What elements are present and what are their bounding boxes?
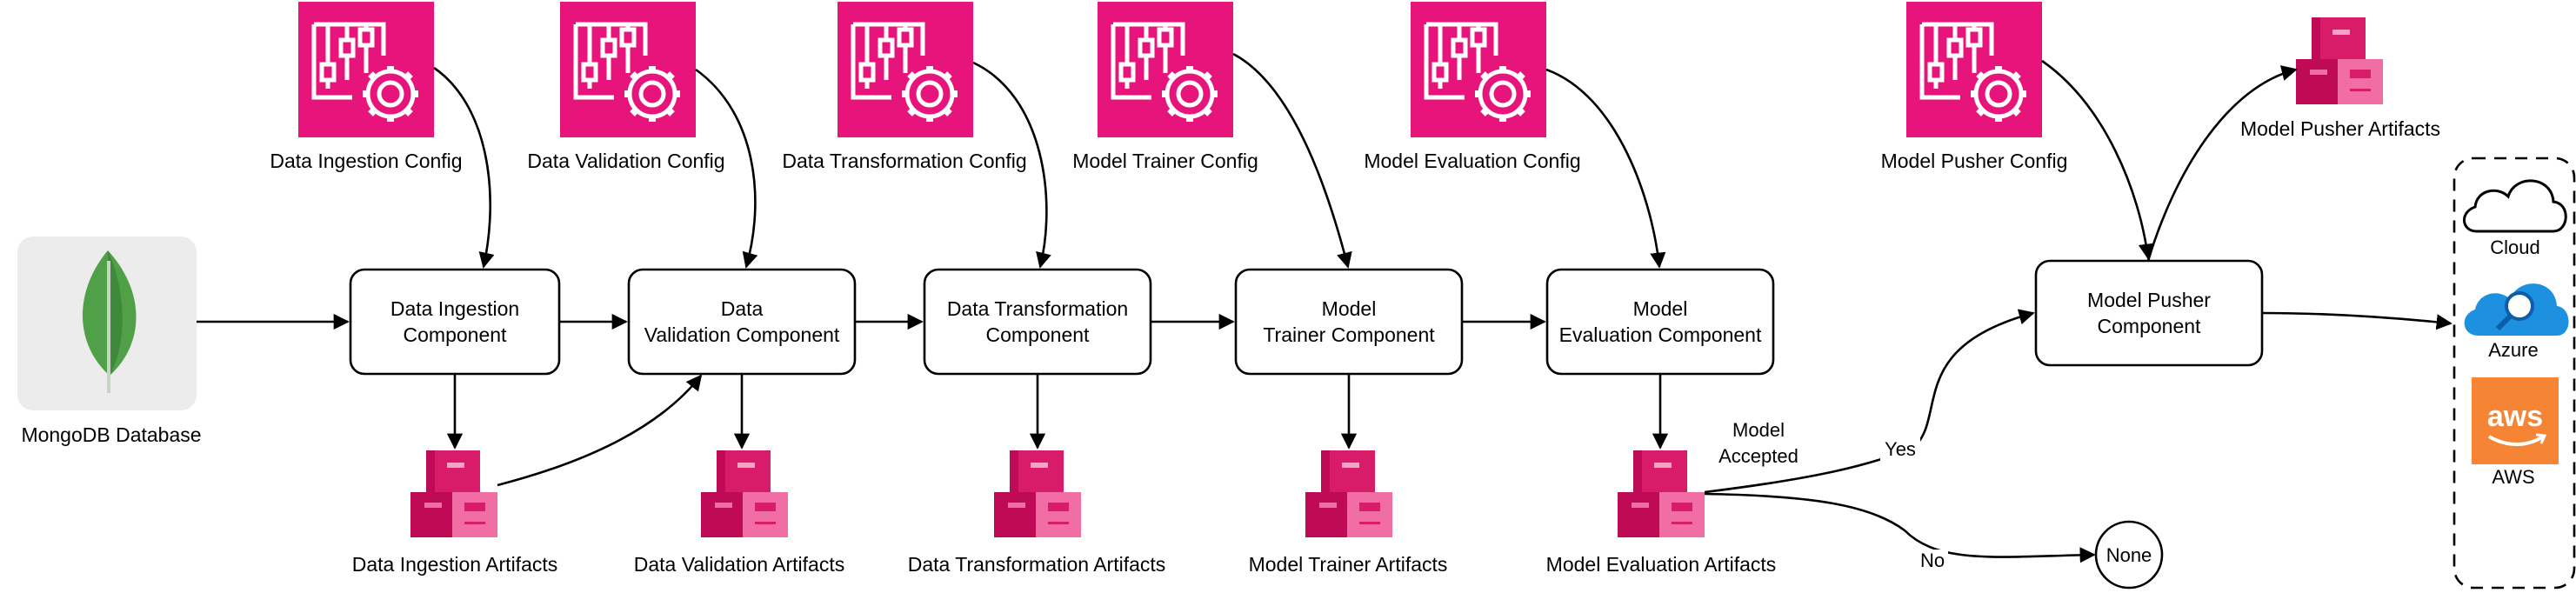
- config-data-transformation: Data Transformation Config: [782, 2, 1027, 172]
- artifacts-model-evaluation: Model Evaluation Artifacts: [1546, 450, 1777, 576]
- component-label-line2: Trainer Component: [1263, 323, 1435, 346]
- destination-label: Azure: [2488, 339, 2538, 361]
- component-model-trainer: Model Trainer Component: [1234, 268, 1464, 376]
- artifact-label: Data Validation Artifacts: [634, 553, 844, 576]
- config-label: Data Ingestion Config: [270, 150, 462, 172]
- cloud-target: Cloud: [2463, 179, 2567, 258]
- mongodb-label: MongoDB Database: [21, 423, 201, 446]
- component-data-validation: Data Validation Component: [627, 268, 857, 376]
- component-label-line2: Component: [2098, 315, 2202, 337]
- config-label: Data Transformation Config: [782, 150, 1026, 172]
- deployment-targets: Cloud Azure aws AWS: [2453, 157, 2576, 590]
- no-label: No: [1920, 550, 1945, 571]
- arrow-validation-config: [695, 68, 758, 269]
- decision-label-line1: Model: [1732, 419, 1785, 441]
- artifacts-model-pusher: Model Pusher Artifacts: [2240, 17, 2440, 140]
- artifacts-model-trainer: Model Trainer Artifacts: [1249, 450, 1448, 576]
- arrow-no: [1704, 492, 2096, 563]
- model-accepted-decision: Model Accepted Yes No None: [1704, 309, 2164, 590]
- artifacts-data-transformation: Data Transformation Artifacts: [908, 450, 1166, 576]
- config-data-ingestion: Data Ingestion Config: [270, 2, 463, 172]
- arrow-transformation-config: [972, 61, 1051, 269]
- artifact-label: Model Evaluation Artifacts: [1546, 553, 1777, 576]
- config-sliders-gear-icon: [1098, 2, 1233, 137]
- config-label: Data Validation Config: [527, 150, 724, 172]
- svg-text:aws: aws: [2487, 400, 2543, 433]
- config-label: Model Evaluation Config: [1364, 150, 1580, 172]
- config-label: Model Trainer Config: [1072, 150, 1258, 172]
- component-label-line2: Validation Component: [644, 323, 840, 346]
- config-data-validation: Data Validation Config: [527, 2, 725, 172]
- component-label-line1: Model: [1322, 297, 1377, 320]
- mongodb-leaf-icon: [17, 237, 197, 410]
- config-model-pusher: Model Pusher Config: [1881, 2, 2068, 172]
- decision-label-line2: Accepted: [1718, 445, 1799, 467]
- aws-target: aws AWS: [2472, 377, 2559, 488]
- config-model-trainer: Model Trainer Config: [1072, 2, 1258, 172]
- config-sliders-gear-icon: [1906, 2, 2042, 137]
- component-label-line1: Model: [1633, 297, 1688, 320]
- artifact-arrows: [446, 374, 1669, 487]
- artifact-label: Data Ingestion Artifacts: [352, 553, 558, 576]
- artifact-boxes-icon: [2296, 17, 2383, 104]
- arrow-ingestion-artifacts-to-validation: [497, 374, 703, 487]
- arrow-trainer-config: [1232, 52, 1352, 269]
- component-label-line1: Data Ingestion: [390, 297, 519, 320]
- component-label-line2: Component: [986, 323, 1091, 346]
- artifact-boxes-icon: [1618, 450, 1705, 537]
- arrow-pusher-config: [2041, 59, 2154, 260]
- component-label-line2: Component: [404, 323, 508, 346]
- config-label: Model Pusher Config: [1881, 150, 2068, 172]
- component-model-pusher: Model Pusher Component: [2034, 259, 2264, 367]
- artifact-label: Model Pusher Artifacts: [2240, 117, 2440, 140]
- arrow-pusher-to-destinations: [2261, 311, 2453, 330]
- artifact-label: Data Transformation Artifacts: [908, 553, 1166, 576]
- cloud-icon: [2463, 179, 2567, 233]
- config-sliders-gear-icon: [838, 2, 973, 137]
- destination-label: Cloud: [2490, 237, 2539, 258]
- azure-target: Azure: [2464, 283, 2569, 361]
- artifacts-data-ingestion: Data Ingestion Artifacts: [352, 450, 558, 576]
- arrow-ingestion-config: [433, 66, 495, 269]
- none-label: None: [2106, 544, 2152, 566]
- artifact-boxes-icon: [994, 450, 1081, 537]
- artifact-label: Model Trainer Artifacts: [1249, 553, 1448, 576]
- artifact-boxes-icon: [701, 450, 788, 537]
- component-label-line1: Model Pusher: [2087, 289, 2211, 311]
- component-data-ingestion: Data Ingestion Component: [349, 268, 561, 376]
- artifact-boxes-icon: [410, 450, 497, 537]
- component-label-line1: Data Transformation: [947, 297, 1128, 320]
- config-model-evaluation: Model Evaluation Config: [1364, 2, 1581, 172]
- component-data-transformation: Data Transformation Component: [923, 268, 1152, 376]
- component-label-line2: Evaluation Component: [1559, 323, 1762, 346]
- component-model-evaluation: Model Evaluation Component: [1545, 268, 1775, 376]
- yes-label: Yes: [1885, 438, 1916, 460]
- artifacts-data-validation: Data Validation Artifacts: [634, 450, 844, 576]
- arrow-pusher-to-artifacts: [2146, 65, 2298, 262]
- none-node: [2094, 520, 2164, 590]
- component-label-line1: Data: [721, 297, 764, 320]
- mongodb-database: MongoDB Database: [17, 237, 202, 446]
- config-sliders-gear-icon: [1411, 2, 1546, 137]
- arrow-evaluation-config: [1545, 68, 1666, 269]
- artifact-boxes-icon: [1305, 450, 1392, 537]
- config-arrows: [433, 52, 2298, 269]
- destination-label: AWS: [2492, 466, 2534, 488]
- flow-arrows: [197, 311, 2453, 330]
- targets-group-border: [2453, 157, 2576, 590]
- azure-magnifier-icon: [2464, 283, 2569, 336]
- config-sliders-gear-icon: [298, 2, 434, 137]
- config-sliders-gear-icon: [560, 2, 696, 137]
- aws-logo-icon: aws: [2472, 377, 2559, 464]
